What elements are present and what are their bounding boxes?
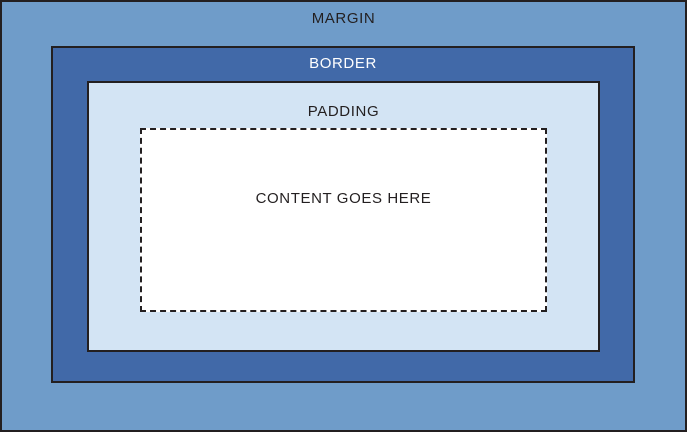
- border-box: BORDER PADDING CONTENT GOES HERE: [51, 46, 635, 383]
- content-box: CONTENT GOES HERE: [140, 128, 547, 312]
- margin-label: MARGIN: [311, 10, 376, 27]
- padding-box: PADDING CONTENT GOES HERE: [87, 81, 600, 352]
- border-label: BORDER: [309, 55, 377, 72]
- padding-label: PADDING: [307, 103, 380, 120]
- content-label: CONTENT GOES HERE: [255, 190, 432, 207]
